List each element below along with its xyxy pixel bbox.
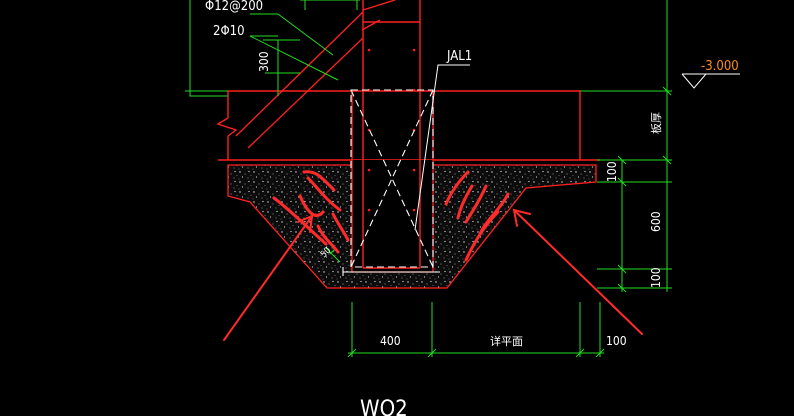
- dim-600-label: 600: [649, 211, 663, 232]
- leader-lines: [185, 0, 360, 97]
- vertical-dimensions: [580, 0, 672, 293]
- rebar-top-label: Φ12@200: [205, 0, 263, 14]
- elevation-marker: [681, 73, 740, 89]
- drawing-id-label: WQ2: [360, 397, 408, 416]
- slab-thickness-label: 板厚: [649, 112, 663, 134]
- detail-ref-label: 详平面: [490, 334, 523, 348]
- foundation-outline: [216, 90, 600, 161]
- column-rebar-dots: [367, 48, 416, 212]
- column: [362, 0, 421, 269]
- jal1-leader: [414, 64, 470, 231]
- rebar-cage: [350, 89, 434, 268]
- markup-arrows: [223, 208, 643, 341]
- markup-squiggles: [272, 170, 510, 262]
- rebar-2-label: 2Φ10: [213, 24, 245, 39]
- rebar-cage-ends: [342, 267, 440, 276]
- dim-100-top-label: 100: [605, 161, 619, 182]
- dim-300-label: 300: [257, 51, 271, 72]
- dim-400-label: 400: [380, 334, 401, 348]
- beam-pocket: [352, 160, 433, 272]
- sloped-slab: [235, 11, 381, 149]
- elevation-label: -3.000: [701, 59, 739, 74]
- horizontal-dimensions: [347, 302, 605, 358]
- beam-tag-label: JAL1: [446, 49, 472, 64]
- dim-100-right-label: 100: [606, 334, 627, 348]
- dim-100-bottom-label: 100: [649, 267, 663, 288]
